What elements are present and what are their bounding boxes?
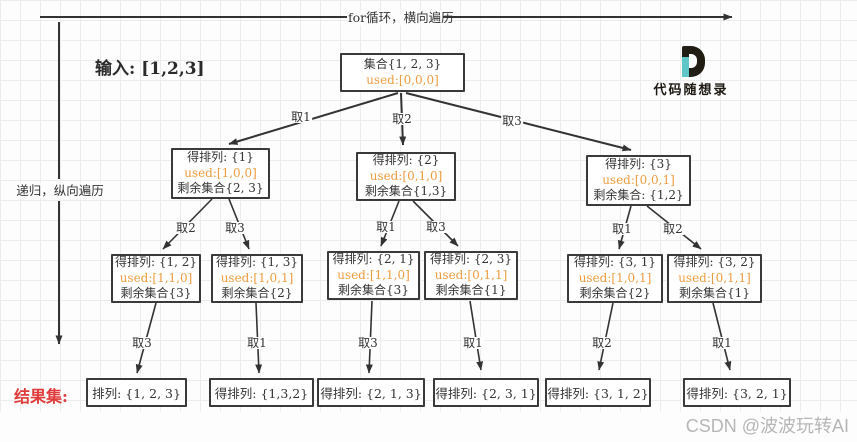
node-remain: 剩余集合{1} [679, 286, 750, 301]
edge-label: 取1 [711, 336, 733, 350]
logo-text: 代码随想录 [653, 83, 729, 98]
node-title: 集合{1, 2, 3} [363, 57, 442, 72]
tree-node-perm-32: 得排列: {3, 2} used:[0,1,1] 剩余集合{1} [667, 254, 762, 303]
edge-label: 取1 [290, 110, 312, 124]
node-remain: 剩余集合{3} [338, 283, 409, 298]
node-used: used:[1,0,0] [184, 165, 257, 180]
logo-d-icon [678, 46, 705, 77]
node-remain: 剩余集合{2} [221, 286, 293, 301]
node-used: used:[0,1,0] [369, 168, 443, 183]
edge-label: 取2 [391, 112, 413, 126]
node-title: 得排列: {2, 1} [332, 252, 415, 267]
node-used: used:[1,1,0] [119, 270, 193, 285]
node-title: 得排列: {1} [187, 150, 254, 165]
node-used: used:[0,1,1] [434, 267, 508, 282]
tree-node-root: 集合{1, 2, 3} used:[0,0,0] [340, 53, 465, 92]
node-remain: 剩余集合{2, 3} [177, 181, 264, 196]
csdn-watermark: CSDN @波波玩转AI [685, 416, 849, 436]
result-node-312: 得排列: {3, 1, 2} [545, 378, 651, 407]
edge-label: 取2 [662, 222, 684, 236]
node-title: 得排列: {2, 3} [429, 252, 513, 267]
edge-label: 取1 [246, 336, 268, 350]
node-remain: 剩余集合{3} [120, 286, 192, 301]
node-title: 得排列: {3, 2} [673, 255, 756, 270]
tree-node-perm-13: 得排列: {1, 3} used:[1,0,1] 剩余集合{2} [211, 254, 303, 303]
tree-node-perm-31: 得排列: {3, 1} used:[1,0,1] 剩余集合{2} [567, 254, 663, 303]
edge-label: 取3 [224, 221, 246, 235]
node-used: used:[1,1,0] [337, 267, 410, 282]
tree-node-perm-21: 得排列: {2, 1} used:[1,1,0] 剩余集合{3} [327, 251, 420, 300]
result-node-132: 得排列: {1,3,2} [209, 378, 314, 407]
node-title: 得排列: {1, 2} [114, 255, 198, 270]
top-arrow-label: for循环，横向遍历 [348, 10, 454, 25]
tree-node-perm-2: 得排列: {2} used:[0,1,0] 剩余集合{1,3} [356, 152, 456, 201]
node-remain: 剩余集合: {1,2} [593, 188, 684, 203]
edge-label: 取1 [611, 222, 633, 236]
node-remain: 剩余集合{1,3} [364, 184, 448, 199]
edge-label: 取3 [131, 336, 153, 350]
tree-node-perm-3: 得排列: {3} used:[0,0,1] 剩余集合: {1,2} [586, 155, 691, 206]
edge-label: 取3 [357, 336, 379, 350]
result-node-123: 排列: {1, 2, 3} [86, 378, 187, 407]
edge-label: 取2 [175, 221, 197, 235]
node-title: 得排列: {1, 3} [215, 255, 299, 270]
node-used: used:[1,0,1] [578, 270, 652, 285]
node-used: used:[0,1,1] [678, 270, 751, 285]
left-arrow-label: 递归，纵向遍历 [15, 183, 105, 198]
result-node-231: 得排列: {2, 3, 1} [433, 378, 539, 407]
results-caption: 结果集: [14, 387, 68, 406]
result-node-321: 得排列: {3, 2, 1} [683, 378, 791, 407]
node-title: 得排列: {2} [372, 153, 440, 168]
code-thinking-logo: 代码随想录 [641, 46, 741, 98]
node-remain: 剩余集合{1} [435, 283, 507, 298]
node-remain: 剩余集合{2} [579, 286, 651, 301]
input-label: 输入: [1,2,3] [95, 59, 205, 79]
edge-label: 取1 [375, 220, 397, 234]
edge-label: 取3 [501, 114, 523, 128]
node-used: used:[0,0,0] [366, 72, 439, 87]
result-node-213: 得排列: {2, 1, 3} [317, 378, 425, 407]
tree-node-perm-23: 得排列: {2, 3} used:[0,1,1] 剩余集合{1} [424, 251, 518, 300]
edge-label: 取3 [425, 220, 447, 234]
node-title: 得排列: {3} [605, 157, 672, 172]
node-used: used:[0,0,1] [602, 172, 675, 187]
edge-label: 取1 [462, 336, 484, 350]
tree-node-perm-1: 得排列: {1} used:[1,0,0] 剩余集合{2, 3} [171, 148, 270, 199]
edge-label: 取2 [591, 336, 613, 350]
tree-node-perm-12: 得排列: {1, 2} used:[1,1,0] 剩余集合{3} [111, 254, 201, 303]
node-used: used:[1,0,1] [220, 270, 294, 285]
node-title: 得排列: {3, 1} [573, 255, 657, 270]
